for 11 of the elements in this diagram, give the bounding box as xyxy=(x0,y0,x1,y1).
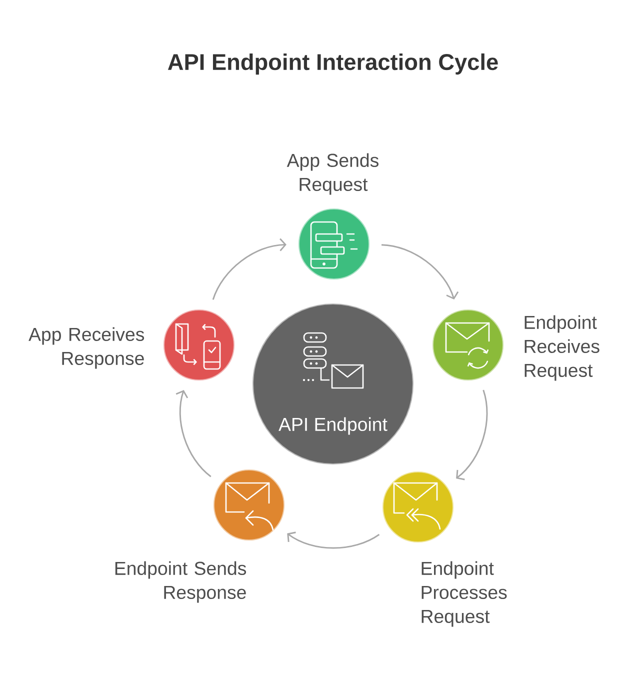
curved-arrow xyxy=(381,244,459,300)
step-label: App Receives Response xyxy=(28,327,144,369)
title: API Endpoint Interaction Cycle xyxy=(168,53,498,75)
curved-arrow xyxy=(212,238,286,300)
curved-arrow xyxy=(176,390,212,478)
step-label: Endpoint Processes Request xyxy=(422,561,507,627)
step-label: App Sends Request xyxy=(286,153,378,195)
curved-arrow xyxy=(456,390,488,480)
curved-arrow xyxy=(287,532,380,549)
step-label: Endpoint Sends Response xyxy=(115,561,246,603)
step-label: Endpoint Receives Request xyxy=(524,315,600,381)
